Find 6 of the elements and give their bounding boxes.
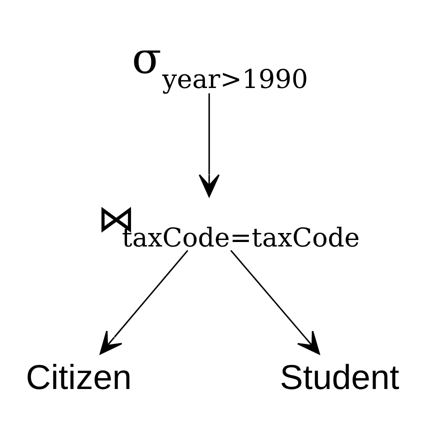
node-text: σ$_{year>1990}$ (132, 34, 308, 95)
arrow (198, 93, 220, 198)
arrow (100, 250, 188, 355)
node-text: Student (280, 359, 400, 398)
arrow (230, 250, 320, 355)
node-text: Citizen (26, 359, 132, 398)
